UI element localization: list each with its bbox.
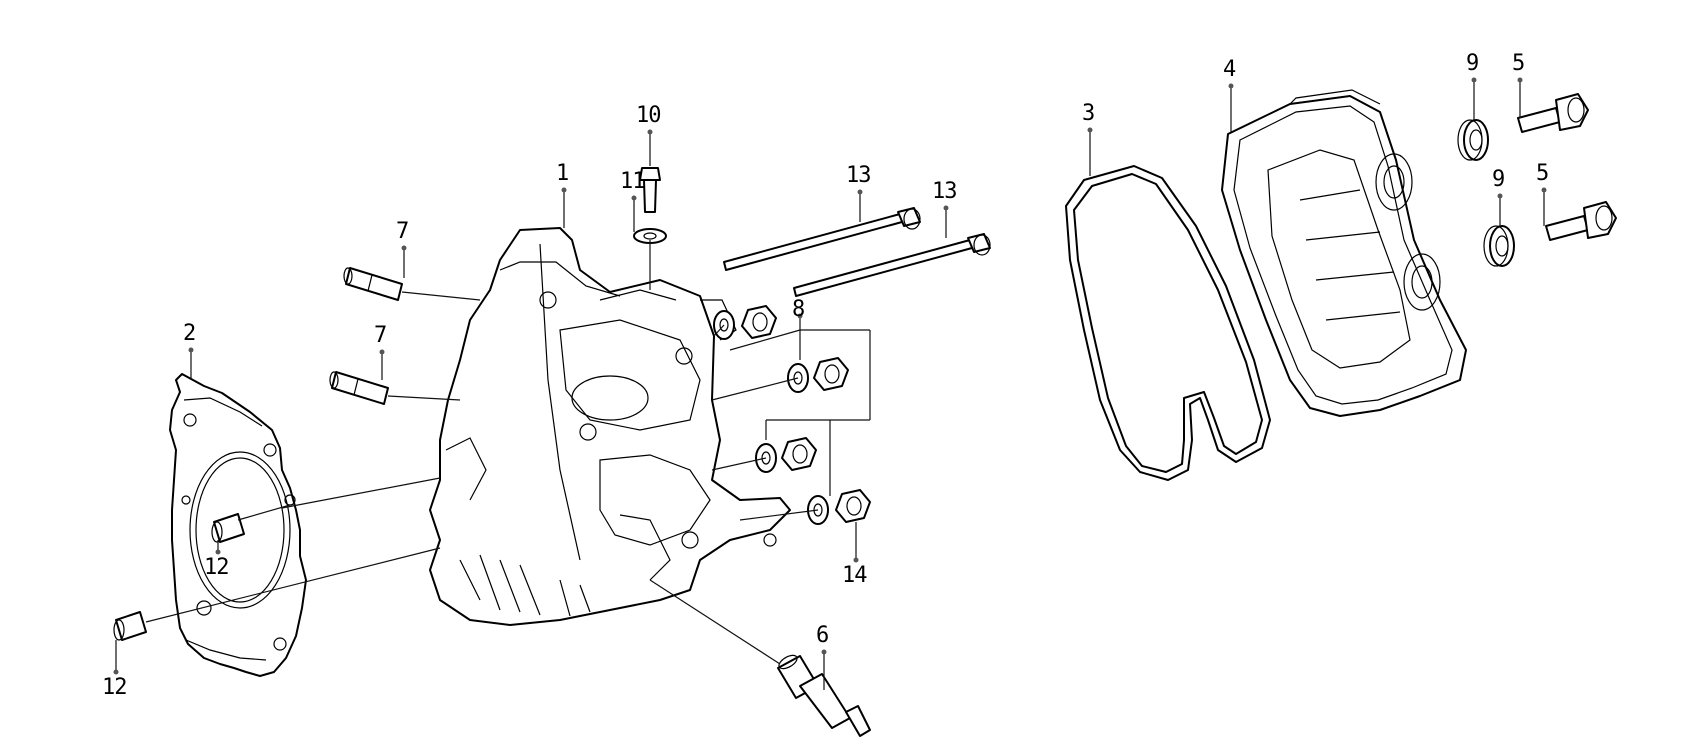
callout-10: 10: [636, 103, 661, 128]
callout-5-lower: 5: [1536, 161, 1548, 186]
callout-3: 3: [1082, 101, 1094, 126]
small-bolt: [639, 167, 661, 213]
grommet-lower: [1483, 225, 1515, 267]
assembly-lines: [145, 240, 871, 665]
callout-13-right: 13: [932, 179, 957, 204]
valve-cover: [1221, 89, 1467, 417]
cover-bolt-upper: [1517, 93, 1589, 133]
spark-plug: [777, 654, 871, 737]
callout-14: 14: [842, 563, 867, 588]
callout-2: 2: [183, 321, 195, 346]
callout-9-upper: 9: [1466, 51, 1478, 76]
callout-5-upper: 5: [1512, 51, 1524, 76]
stud-upper: [343, 267, 403, 301]
callout-11: 11: [620, 169, 645, 194]
callout-labels: 1 2 3 4 5 5 6 7 7 8 9 9 10 11 12 12 13 1…: [102, 51, 1549, 700]
callout-7-upper: 7: [396, 219, 408, 244]
cover-bolt-lower: [1545, 201, 1617, 241]
long-bolt-lower: [793, 233, 991, 297]
callout-12-lower: 12: [102, 675, 127, 700]
dowel-pin-lower: [113, 611, 147, 641]
callout-4: 4: [1223, 57, 1236, 82]
dowel-pin-upper: [211, 513, 245, 543]
grommet-upper: [1457, 119, 1489, 161]
washer-nut-c: [755, 437, 817, 473]
washer-nut-b: [787, 357, 849, 393]
callout-7-lower: 7: [374, 323, 386, 348]
callout-6: 6: [816, 623, 828, 648]
cylinder-head: [429, 227, 791, 626]
long-bolt-upper: [723, 207, 921, 271]
callout-1: 1: [556, 161, 568, 186]
stud-lower: [329, 371, 389, 405]
callout-8: 8: [792, 297, 804, 322]
washer-nut-a: [713, 305, 777, 340]
callout-leaders: [113, 77, 1547, 690]
cover-gasket: [1065, 165, 1271, 481]
callout-12-upper: 12: [204, 555, 229, 580]
callout-13-left: 13: [846, 163, 871, 188]
callout-9-lower: 9: [1492, 167, 1504, 192]
washer-nut-d: [807, 489, 871, 525]
